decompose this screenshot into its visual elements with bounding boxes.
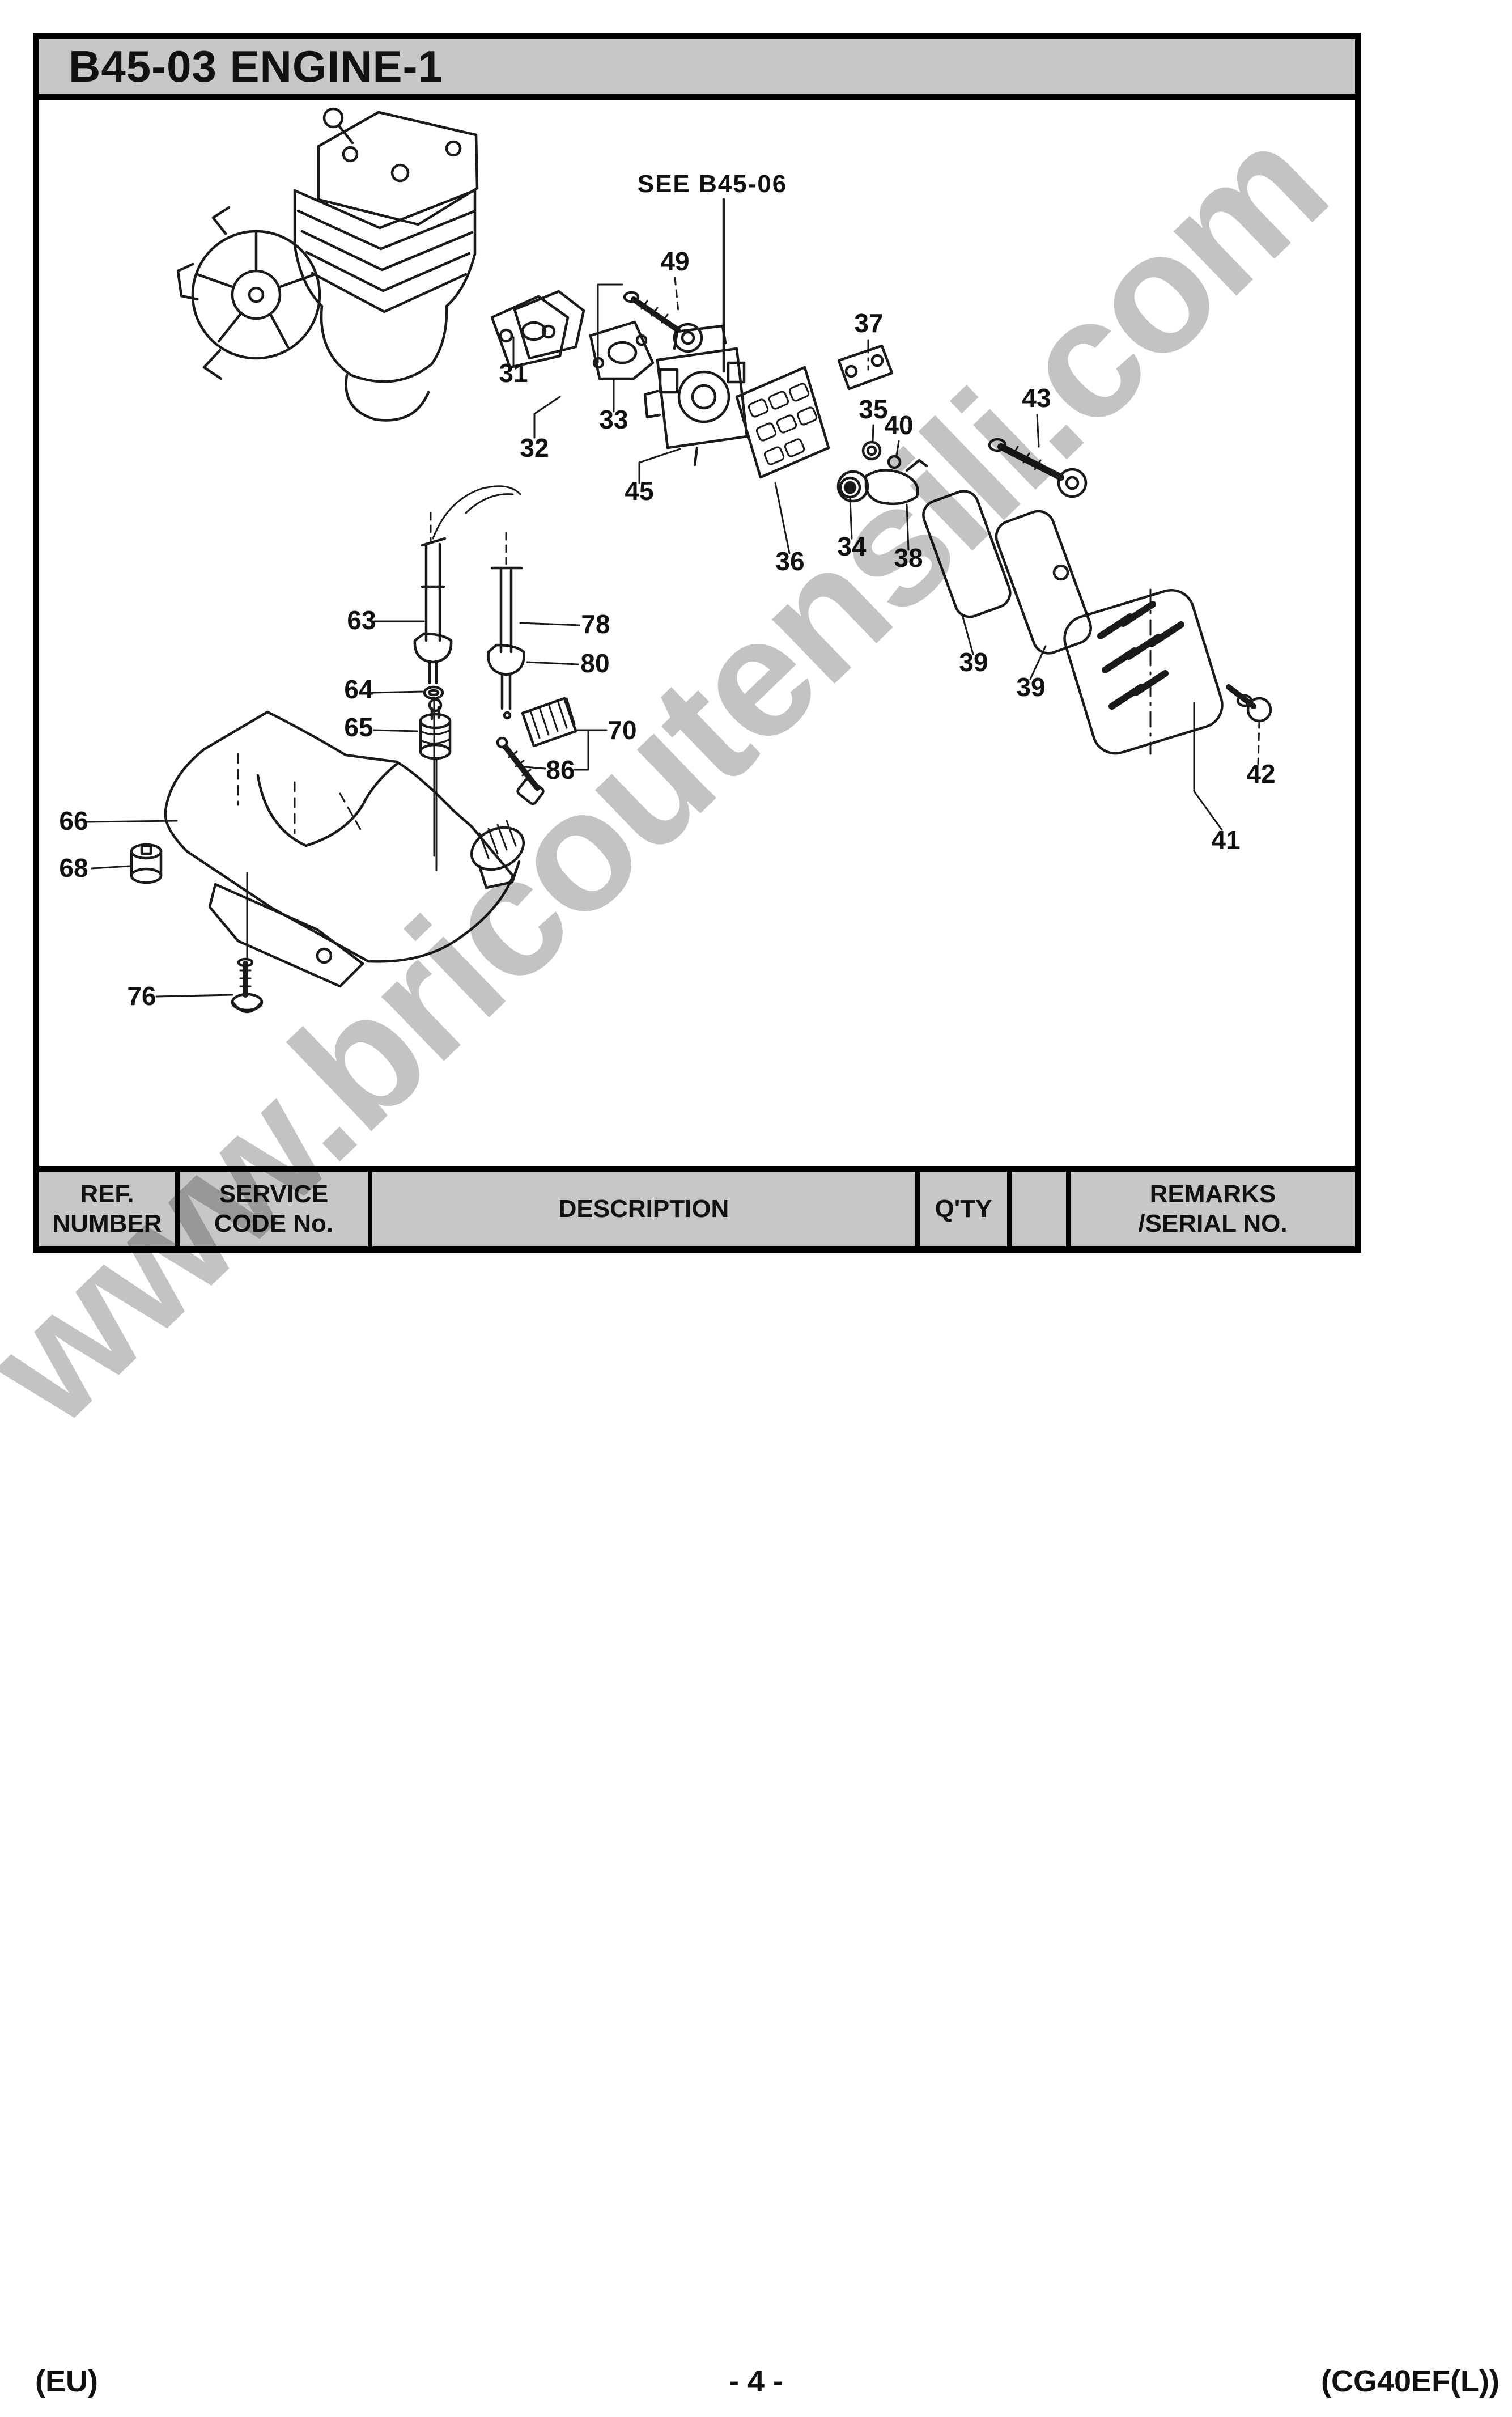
column-header-remarks: REMARKS /SERIAL NO.	[1066, 1172, 1355, 1246]
engine-assembly	[176, 107, 479, 422]
callout-68: 68	[59, 853, 88, 883]
column-header-qty: Q'TY	[915, 1172, 1007, 1246]
page-frame: B45-03 ENGINE-1 REF. NUMBER SERVICE CODE…	[33, 33, 1361, 1253]
callout-37: 37	[854, 308, 883, 338]
callout-33: 33	[599, 405, 628, 434]
column-header-blank	[1007, 1172, 1066, 1246]
callout-76: 76	[127, 981, 156, 1011]
column-header-description: DESCRIPTION	[368, 1172, 915, 1246]
callout-39b: 39	[1016, 672, 1045, 702]
callout-63: 63	[347, 605, 376, 635]
page-footer: (EU) - 4 - (CG40EF(L))	[0, 2364, 1512, 2409]
callout-35: 35	[859, 395, 887, 424]
column-header-ref-number: REF. NUMBER	[52, 1180, 162, 1237]
callout-65: 65	[344, 713, 373, 742]
fuel-system-parts	[130, 485, 525, 1014]
page-title: B45-03 ENGINE-1	[69, 41, 443, 91]
callout-45: 45	[625, 476, 653, 506]
callout-41: 41	[1211, 825, 1240, 855]
callout-64: 64	[344, 675, 373, 704]
callout-39a: 39	[959, 647, 988, 677]
callout-43: 43	[1022, 383, 1051, 413]
see-reference-label: SEE B45-06	[638, 170, 788, 198]
footer-region: (EU)	[35, 2364, 98, 2398]
callout-32: 32	[520, 433, 549, 463]
leader-lines	[86, 198, 1260, 998]
callout-78: 78	[581, 609, 610, 639]
callout-70: 70	[608, 715, 636, 745]
column-header-service-code: SERVICE CODE No.	[175, 1172, 368, 1246]
callout-42: 42	[1246, 759, 1275, 788]
footer-model-code: (CG40EF(L))	[1321, 2364, 1500, 2398]
title-bar: B45-03 ENGINE-1	[39, 39, 1355, 100]
callout-31: 31	[499, 358, 528, 388]
callout-86: 86	[546, 755, 575, 785]
callout-66: 66	[59, 806, 88, 836]
muffler-parts	[836, 344, 1272, 755]
air-cleaner-parts	[496, 366, 830, 805]
callout-80: 80	[580, 648, 609, 678]
callout-labels: SEE B45-06 49 37 31 43 35 40 33 32 45 34…	[59, 170, 1275, 1011]
callout-34: 34	[837, 532, 867, 561]
callout-36: 36	[775, 546, 804, 576]
footer-page-number: - 4 -	[728, 2364, 783, 2398]
callout-40: 40	[884, 410, 913, 440]
callout-49: 49	[660, 247, 689, 276]
callout-38: 38	[894, 543, 923, 573]
parts-table-header: REF. NUMBER SERVICE CODE No. DESCRIPTION…	[39, 1166, 1355, 1246]
